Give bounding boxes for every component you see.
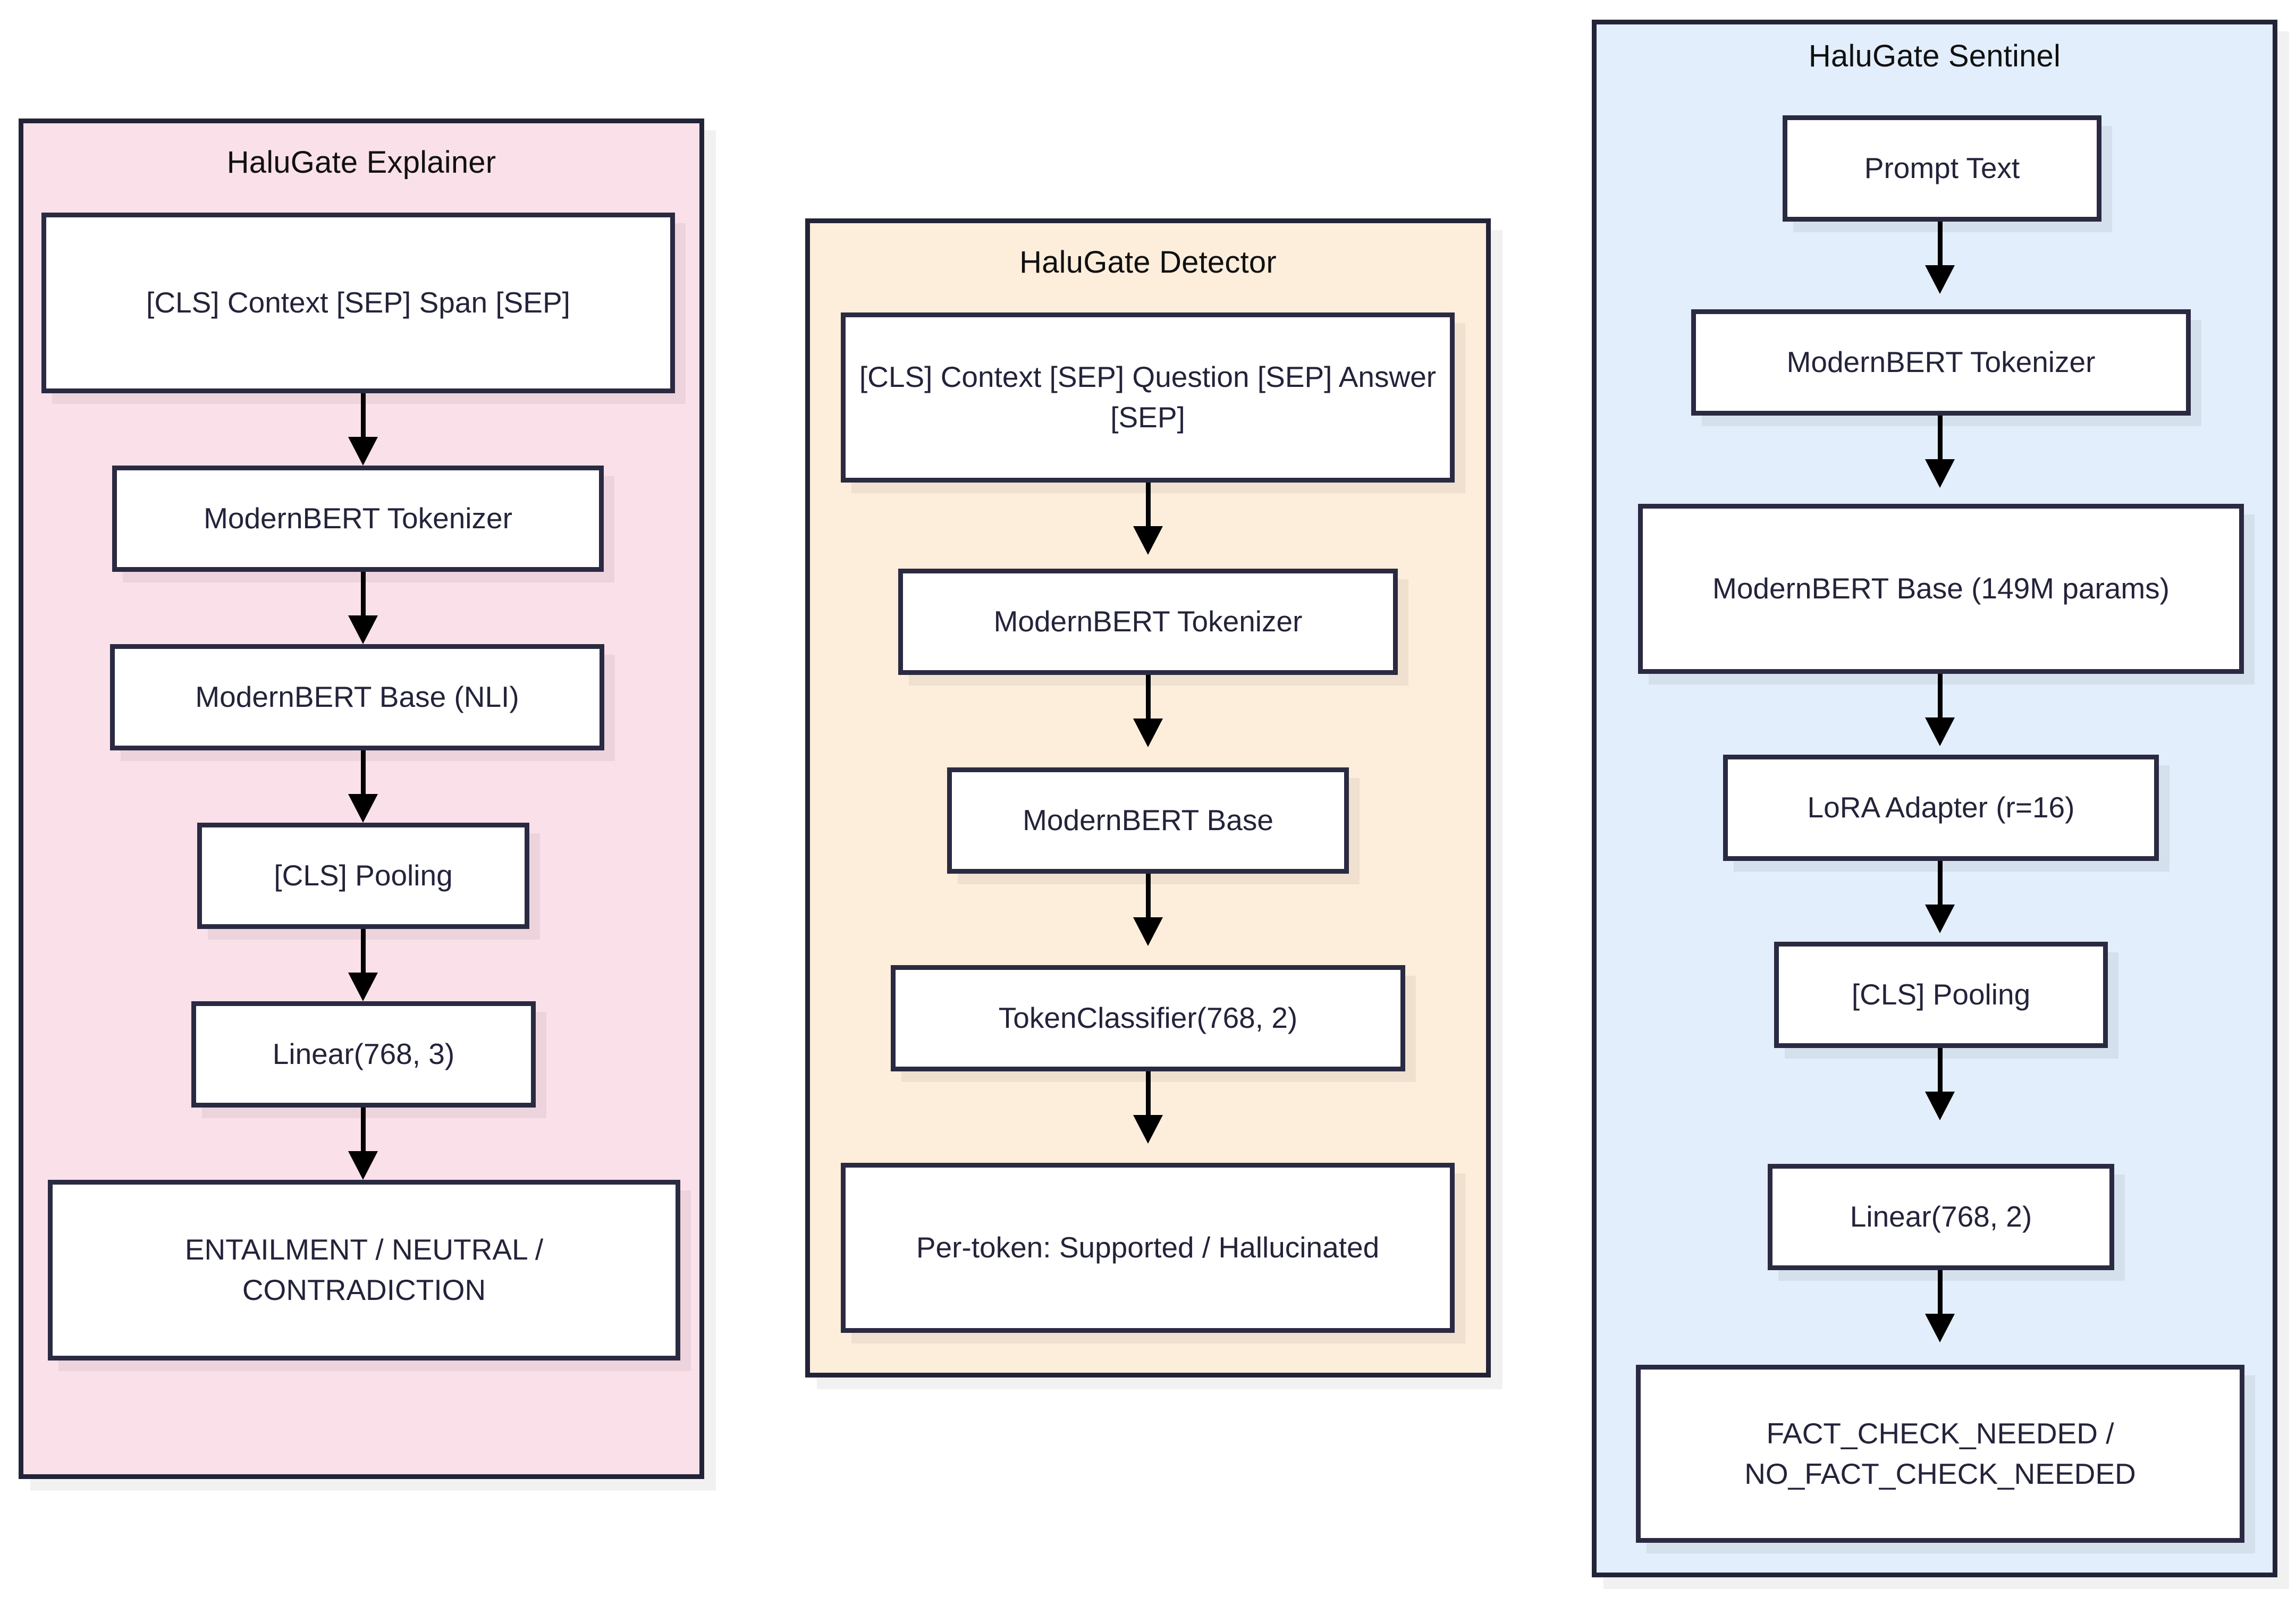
node-sen-prompt[interactable]: Prompt Text	[1783, 115, 2101, 222]
node-sen-output[interactable]: FACT_CHECK_NEEDED / NO_FACT_CHECK_NEEDED	[1636, 1365, 2244, 1543]
node-label: Per-token: Supported / Hallucinated	[916, 1231, 1380, 1264]
node-exp-output[interactable]: ENTAILMENT / NEUTRAL / CONTRADICTION	[48, 1180, 680, 1361]
node-label: [CLS] Context [SEP] Question [SEP] Answe…	[859, 360, 1437, 434]
node-label: ModernBERT Tokenizer	[204, 502, 512, 535]
node-label: ModernBERT Base	[1023, 804, 1273, 837]
node-label: Linear(768, 3)	[272, 1037, 455, 1071]
node-sen-lora[interactable]: LoRA Adapter (r=16)	[1723, 755, 2159, 861]
node-label: ModernBERT Base (NLI)	[195, 680, 519, 714]
panel-title-detector: HaluGate Detector	[1019, 245, 1277, 280]
node-label: TokenClassifier(768, 2)	[998, 1001, 1298, 1035]
node-exp-input[interactable]: [CLS] Context [SEP] Span [SEP]	[41, 213, 675, 393]
node-exp-linear[interactable]: Linear(768, 3)	[191, 1001, 536, 1108]
node-det-input[interactable]: [CLS] Context [SEP] Question [SEP] Answe…	[841, 312, 1455, 483]
node-label: Prompt Text	[1864, 151, 2020, 185]
node-det-classifier[interactable]: TokenClassifier(768, 2)	[891, 965, 1405, 1071]
node-label: [CLS] Pooling	[274, 859, 453, 892]
node-sen-base[interactable]: ModernBERT Base (149M params)	[1638, 504, 2244, 674]
panel-title-sentinel: HaluGate Sentinel	[1808, 39, 2061, 73]
node-label: LoRA Adapter (r=16)	[1807, 791, 2075, 824]
node-sen-tokenizer[interactable]: ModernBERT Tokenizer	[1691, 309, 2191, 416]
node-label: ENTAILMENT / NEUTRAL / CONTRADICTION	[184, 1233, 544, 1306]
node-sen-linear[interactable]: Linear(768, 2)	[1768, 1164, 2114, 1270]
node-exp-base[interactable]: ModernBERT Base (NLI)	[110, 644, 604, 750]
panel-title-explainer: HaluGate Explainer	[226, 145, 496, 180]
node-label: [CLS] Pooling	[1851, 978, 2031, 1011]
node-exp-tokenizer[interactable]: ModernBERT Tokenizer	[112, 466, 604, 572]
node-sen-pooling[interactable]: [CLS] Pooling	[1774, 942, 2108, 1048]
node-label: ModernBERT Tokenizer	[993, 605, 1303, 638]
node-label: ModernBERT Base (149M params)	[1712, 572, 2170, 605]
node-det-tokenizer[interactable]: ModernBERT Tokenizer	[898, 569, 1398, 675]
node-det-output[interactable]: Per-token: Supported / Hallucinated	[841, 1163, 1455, 1333]
node-label: ModernBERT Tokenizer	[1786, 345, 2096, 379]
node-label: Linear(768, 2)	[1850, 1200, 2032, 1233]
node-label: [CLS] Context [SEP] Span [SEP]	[146, 286, 570, 319]
node-label: FACT_CHECK_NEEDED / NO_FACT_CHECK_NEEDED	[1744, 1416, 2136, 1490]
node-det-base[interactable]: ModernBERT Base	[947, 767, 1349, 874]
node-exp-pooling[interactable]: [CLS] Pooling	[197, 823, 529, 929]
